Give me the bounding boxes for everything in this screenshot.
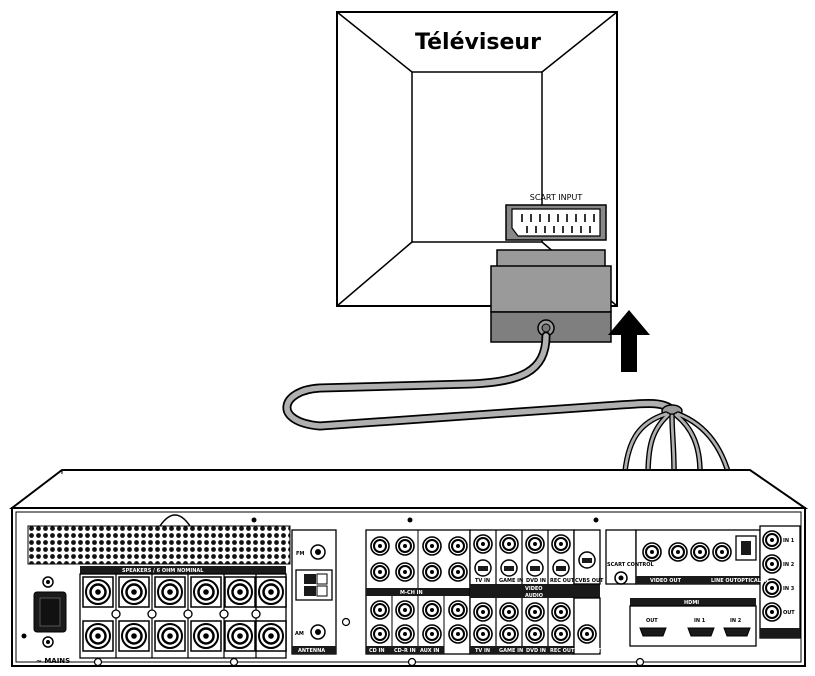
hdmi-label: HDMI [684,600,699,606]
mains-label: ~ MAINS [36,657,71,665]
scart-control-label: SCART CONTROL [607,562,655,568]
line-out-label: LINE OUT [711,578,738,584]
speaker-terminals [79,566,288,659]
cdr-in-label: CD-R IN [394,648,416,654]
am-label: AM [295,631,304,637]
m-ch-in-label: M-CH IN [400,590,423,596]
optical-in-label: OPTICAL IN [737,578,769,584]
game-in-audio-label: GAME IN [499,648,523,654]
video-label: VIDEO [525,586,543,592]
tv-title: Téléviseur [415,30,541,55]
video-out-section [605,529,761,585]
hdmi-out-label: OUT [646,618,658,624]
panel-labels: SPEAKERS / 6 OHM NOMINAL ANTENNA FM AM M… [122,538,795,654]
multichannel-audio-inputs [365,529,471,655]
mains-text: MAINS [44,657,71,665]
dvd-in-audio-label: DVD IN [526,648,546,654]
scart-input-socket [505,204,607,241]
scart-adapter [490,249,612,343]
antenna-label: ANTENNA [298,648,325,654]
video-out-label: VIDEO OUT [650,578,682,584]
cd-in-label: CD IN [369,648,385,654]
side-in2-label: IN 2 [783,562,795,568]
audio-label: AUDIO [525,593,543,599]
panel-screws [93,657,645,667]
hdmi-in2-label: IN 2 [730,618,742,624]
hdmi-section [629,598,757,647]
video-audio-inputs [469,529,601,655]
tv-in-audio-label: TV IN [475,648,490,654]
up-arrow-icon [608,310,650,372]
mains-inlet [33,576,67,648]
cvbs-out-label: CVBS OUT [575,578,604,584]
tv-in-video-label: TV IN [475,578,490,584]
game-in-video-label: GAME IN [499,578,523,584]
fm-label: FM [296,551,304,557]
speakers-label: SPEAKERS / 6 OHM NOMINAL [122,568,204,574]
scart-input-label: SCART INPUT [529,193,583,202]
rec-out-video-label: REC OUT [550,578,575,584]
aux-in-label: AUX IN [420,648,439,654]
hdmi-in1-label: IN 1 [694,618,706,624]
side-in1-label: IN 1 [783,538,795,544]
rec-out-audio-label: REC OUT [550,648,575,654]
side-audio-jacks [759,525,801,639]
sub-out-label: SUB OUT [576,648,602,654]
antenna-block [291,529,337,655]
dvd-in-video-label: DVD IN [526,578,546,584]
side-out-label: OUT [783,610,795,616]
side-in3-label: IN 3 [783,586,795,592]
